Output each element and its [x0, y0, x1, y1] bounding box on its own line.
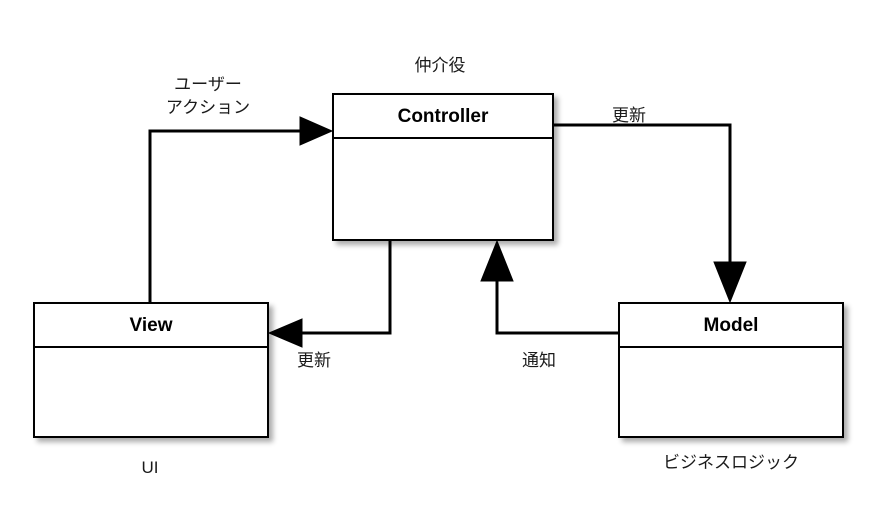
label-update-model: 更新 — [612, 106, 646, 125]
uml-box-controller-title: Controller — [334, 95, 552, 139]
connector-view-to-controller — [148, 116, 334, 302]
connector-controller-to-view — [267, 241, 392, 348]
uml-box-view-title: View — [35, 304, 267, 348]
uml-box-controller-body — [334, 139, 552, 283]
connector-model-to-controller — [480, 239, 618, 335]
label-user-action: ユーザー アクション — [165, 75, 251, 117]
uml-box-model-title: Model — [620, 304, 842, 348]
uml-box-view[interactable]: View — [33, 302, 269, 438]
label-mediator: 仲介役 — [414, 56, 466, 75]
uml-box-controller[interactable]: Controller — [332, 93, 554, 241]
arrowhead-into-controller-bottom — [480, 239, 514, 282]
label-ui-caption: UI — [141, 458, 159, 477]
connector-controller-to-model — [554, 123, 747, 304]
label-update-view: 更新 — [297, 351, 331, 370]
connector-controller-to-model-line — [554, 123, 732, 288]
arrowhead-into-model-top — [713, 261, 747, 304]
label-notify: 通知 — [522, 351, 556, 370]
connector-view-to-controller-line — [148, 129, 300, 302]
uml-box-model[interactable]: Model — [618, 302, 844, 438]
label-business-logic-caption: ビジネスロジック — [663, 453, 799, 472]
connector-controller-to-view-line — [300, 241, 392, 335]
arrowhead-into-view-right — [267, 318, 303, 348]
arrowhead-into-controller-left — [299, 116, 334, 146]
